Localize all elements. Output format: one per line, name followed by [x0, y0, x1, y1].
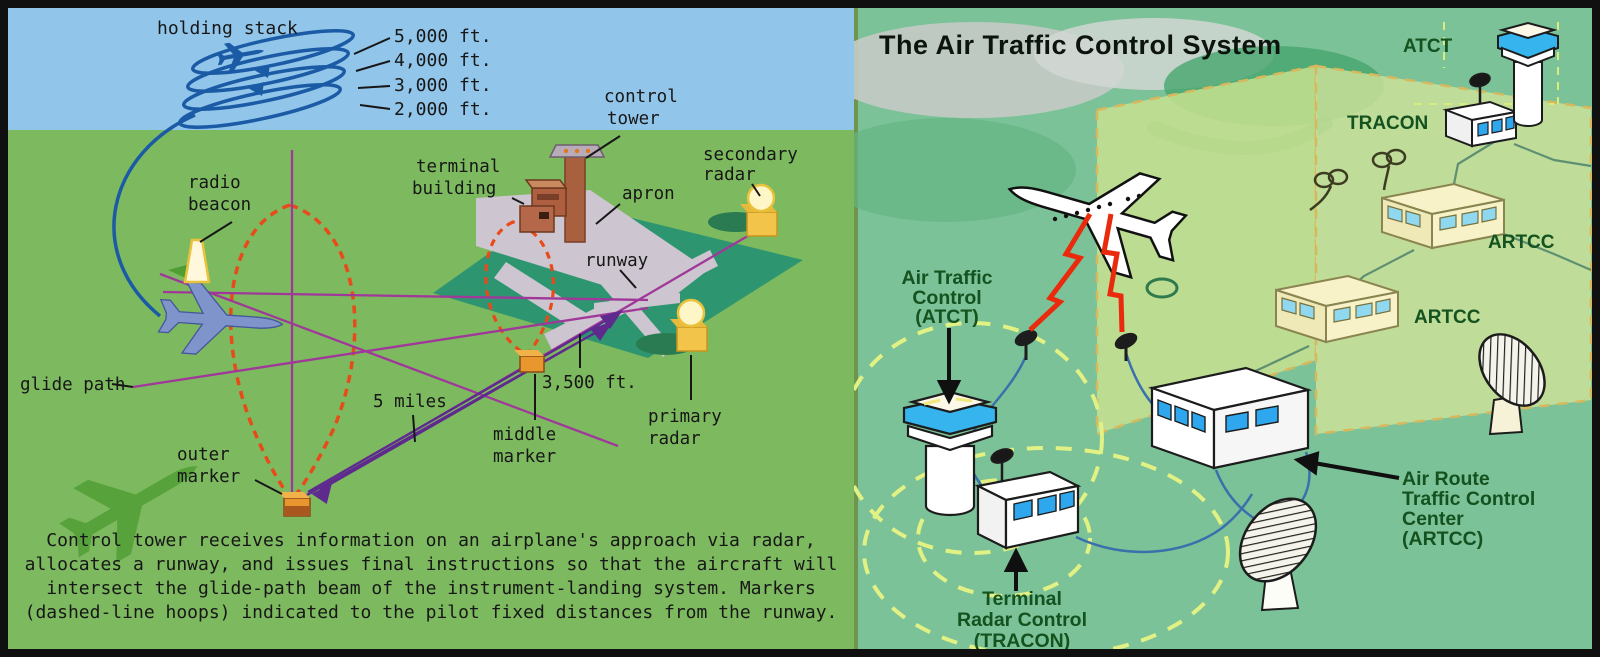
leader-lines: [111, 37, 761, 495]
tracon-building-icon-top: [1442, 72, 1520, 148]
label-secondary-radar-1: secondary: [703, 145, 798, 165]
caption-line-4: (dashed-line hoops) indicated to the pil…: [25, 602, 838, 623]
label-artcc-lower: ARTCC: [1414, 307, 1481, 328]
caption-line-1: Control tower receives information on an…: [46, 530, 815, 551]
coverage-circles: [854, 321, 1230, 649]
control-tower-icon: [548, 144, 606, 243]
caption-line-2: allocates a runway, and issues final ins…: [25, 554, 838, 575]
primary-radar-icon: [670, 298, 708, 352]
label-artcc-full-1: Air Route: [1402, 468, 1490, 490]
lightning-icon: [1028, 212, 1125, 333]
label-middle-marker-2: marker: [493, 447, 556, 467]
atc-title: The Air Traffic Control System: [879, 30, 1282, 60]
label-primary-radar-1: primary: [648, 407, 722, 427]
sector-grid-lines: [1414, 22, 1559, 105]
atct-tower-icon-main: [902, 390, 998, 517]
label-holding-stack: holding stack: [157, 18, 298, 39]
label-control-tower-2: tower: [607, 109, 660, 129]
beacon-shadow: [168, 264, 190, 280]
middle-marker-box: [514, 350, 545, 373]
radar-dish-icon-right: [1478, 333, 1546, 436]
antenna-icon-olive: [1309, 148, 1407, 211]
artcc-building-icon-lower: [1275, 274, 1399, 344]
label-secondary-radar-2: radar: [703, 165, 756, 185]
sector-panel-left: [1095, 64, 1318, 436]
radar-dish-icon-bottom: [1238, 497, 1318, 612]
radio-beacon-icon: [183, 238, 211, 284]
outer-marker-box: [278, 492, 311, 517]
label-artcc-full-2: Traffic Control: [1402, 488, 1535, 510]
terminal-building-icon: [519, 179, 568, 233]
label-glide-path: glide path: [20, 375, 125, 395]
label-terminal-building-2: building: [412, 179, 496, 199]
label-tracon-full-1: Terminal: [982, 588, 1062, 610]
label-apron: apron: [622, 184, 675, 204]
label-tracon-full-3: (TRACON): [974, 630, 1070, 649]
label-alt-2000: 2,000 ft.: [394, 99, 492, 120]
artcc-center-building-icon: [1147, 366, 1313, 470]
approach-diagram: holding stack 5,000 ft. 4,000 ft. 3,000 …: [8, 8, 854, 649]
stack-arrows: [248, 64, 270, 96]
label-five-miles: 5 miles: [373, 392, 447, 412]
label-tracon-top: TRACON: [1347, 113, 1428, 134]
secondary-radar-icon: [740, 183, 778, 237]
label-outer-marker-2: marker: [177, 467, 240, 487]
label-runway: runway: [585, 251, 648, 271]
antenna-icon-receiver-2: [1114, 332, 1138, 361]
pointer-arrows: [936, 328, 1400, 591]
label-outer-marker-1: outer: [177, 445, 230, 465]
label-primary-radar-2: radar: [648, 429, 701, 449]
label-3500-ft: 3,500 ft.: [542, 373, 637, 393]
label-terminal-building-1: terminal: [416, 157, 500, 177]
label-atc-3: (ATCT): [915, 306, 979, 328]
airliner-windows: [1052, 193, 1142, 222]
caption-line-3: intersect the glide-path beam of the ins…: [46, 578, 815, 599]
approach-arrows: [297, 309, 623, 504]
label-artcc-full-3: Center: [1402, 508, 1464, 530]
label-atc-1: Air Traffic: [901, 267, 992, 289]
tracon-building-icon-main: [974, 448, 1082, 550]
label-alt-3000: 3,000 ft.: [394, 75, 492, 96]
scribble: [1145, 277, 1179, 299]
label-artcc-full-4: (ARTCC): [1402, 528, 1483, 550]
label-alt-4000: 4,000 ft.: [394, 50, 492, 71]
label-atc-2: Control: [912, 287, 981, 309]
artcc-building-icon-upper: [1381, 182, 1505, 250]
atc-system-diagram: The Air Traffic Control System ATCT TRAC…: [854, 8, 1592, 649]
label-radio-beacon-2: beacon: [188, 195, 251, 215]
holding-stack-path: [112, 28, 356, 318]
label-artcc-upper: ARTCC: [1488, 232, 1555, 253]
sky: [8, 8, 854, 130]
label-radio-beacon-1: radio: [188, 173, 241, 193]
label-control-tower-1: control: [604, 87, 678, 107]
label-middle-marker-1: middle: [493, 425, 556, 445]
label-tracon-full-2: Radar Control: [957, 609, 1087, 631]
label-alt-5000: 5,000 ft.: [394, 26, 492, 47]
antenna-icon-receiver-1: [1014, 329, 1038, 360]
label-atct-top: ATCT: [1403, 36, 1453, 57]
panel-divider: [854, 8, 858, 649]
atct-tower-icon-top: [1497, 21, 1559, 127]
